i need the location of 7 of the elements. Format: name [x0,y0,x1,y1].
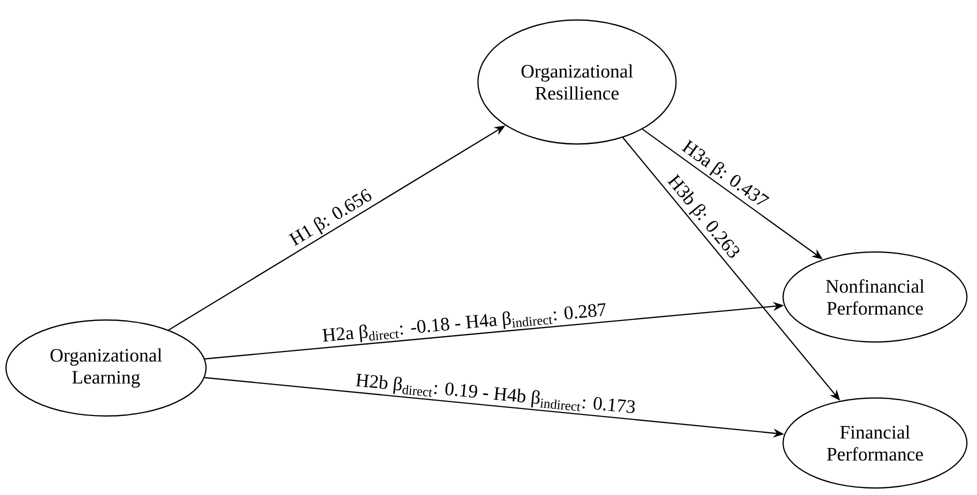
edge-label: H2a β$_{direct}$: -0.18 - H4a β$_{indirect}$: 0.287 [322,303,606,342]
ellipse-node: Organizational Resillience [477,19,677,145]
edge-label: H1 β: 0.656 [288,188,372,246]
ellipse-node: Nonfinancial Performance [782,251,968,343]
edge-label: H2b β$_{direct}$: 0.19 - H4b β$_{indirect}$: 0.173 [356,374,635,414]
ellipse-node: Organizational Learning [5,319,207,417]
ellipse-node: Financial Performance [782,397,968,489]
